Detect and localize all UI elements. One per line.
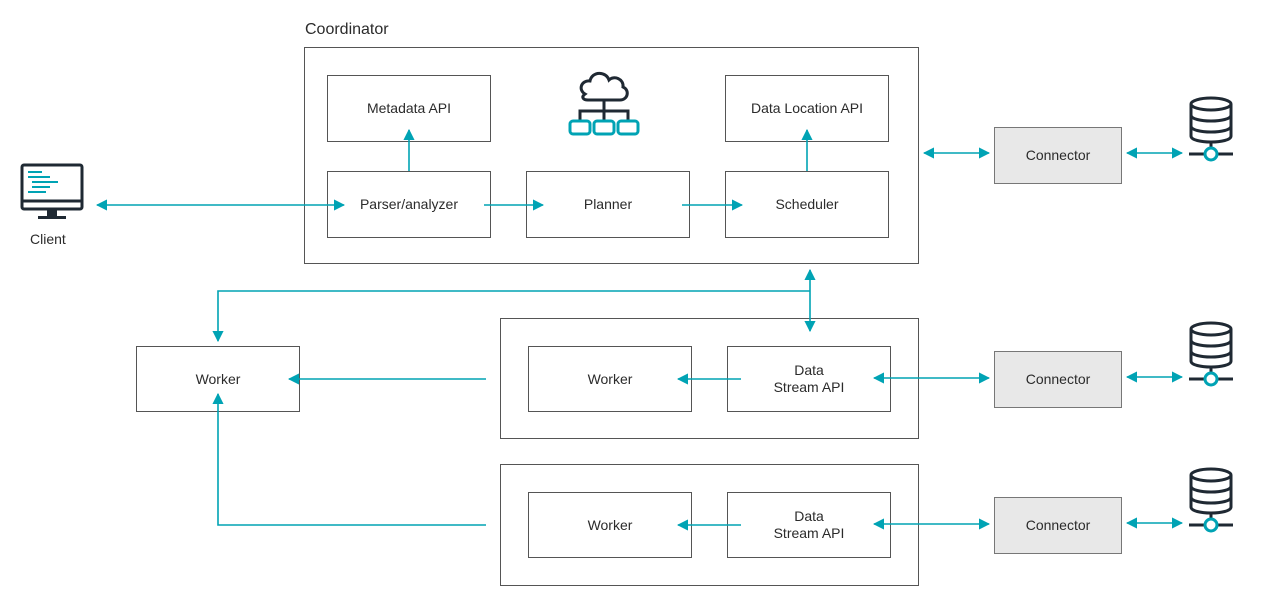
database-icon <box>1189 96 1233 162</box>
coordinator-container <box>304 47 919 264</box>
coordinator-title: Coordinator <box>305 21 389 38</box>
worker-box-standalone: Worker <box>136 346 300 412</box>
data-stream-api-box-group2: Data Stream API <box>727 492 891 558</box>
connector-box-2: Connector <box>994 351 1122 408</box>
data-stream-api-box-group1: Data Stream API <box>727 346 891 412</box>
database-icon <box>1189 467 1233 533</box>
database-icon <box>1189 321 1233 387</box>
planner-box: Planner <box>526 171 690 238</box>
arrow-coordinator-standalone-worker <box>212 290 810 343</box>
cloud-network-icon <box>568 71 640 136</box>
data-location-api-box: Data Location API <box>725 75 889 142</box>
connector-box-3: Connector <box>994 497 1122 554</box>
worker-box-group1: Worker <box>528 346 692 412</box>
monitor-icon <box>20 163 84 219</box>
worker-box-group2: Worker <box>528 492 692 558</box>
connector-box-1: Connector <box>994 127 1122 184</box>
parser-analyzer-box: Parser/analyzer <box>327 171 491 238</box>
arrow-group2-standalone-worker <box>212 392 486 526</box>
client-label: Client <box>30 231 66 247</box>
metadata-api-box: Metadata API <box>327 75 491 142</box>
